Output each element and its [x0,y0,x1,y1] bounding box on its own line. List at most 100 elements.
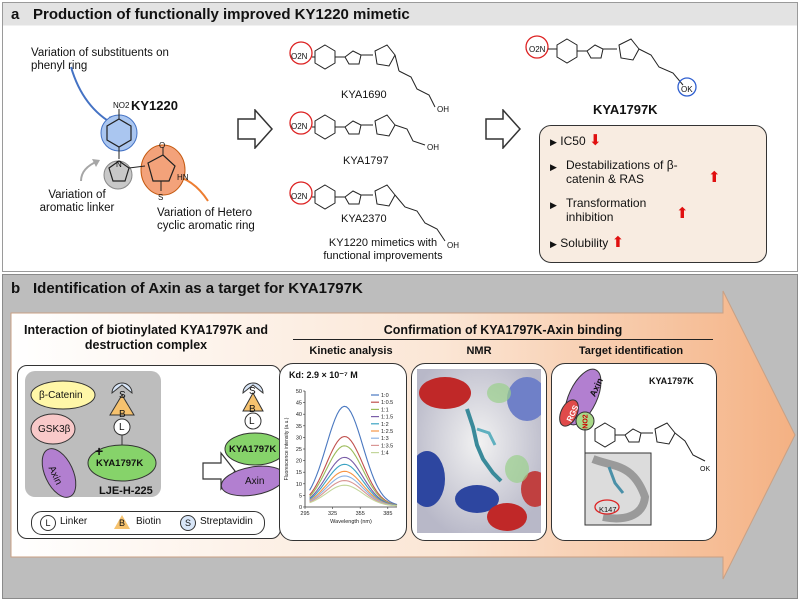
bound-compound: KYA1797K [229,444,277,455]
legend-label: 1:0.5 [381,400,393,406]
biotin-label: Biotin [136,516,162,527]
kya2370-oh: OH [447,241,459,250]
legend-label: 1:2.5 [381,429,393,435]
beta-catenin-label: β-Catenin [39,390,83,401]
nmr-title: NMR [466,345,492,357]
arrow-up-icon: ⬆ [708,169,721,186]
property-ic50-label: IC50 [560,134,586,148]
mimetic-kya1690-name: KYA1690 [341,89,387,101]
probe-compound: KYA1797K [96,458,144,469]
legend-label: 1:4 [381,451,389,457]
y-tick-label: 25 [296,447,302,453]
y-tick-label: 20 [296,459,302,465]
complex-diagram [30,380,283,498]
ky1220-n-atom: N [116,160,122,169]
arrow-up-icon: ⬆ [611,234,625,251]
legend-label: 1:1 [381,407,389,413]
callout-phenyl: Variation of substituents on phenyl ring [31,47,169,72]
mimetic-kya2370-structure [289,181,446,242]
probe-b: B [119,409,126,420]
streptavidin-label: Streptavidin [200,516,253,527]
x-tick-label: 385 [383,511,392,517]
ky1220-name: KY1220 [131,98,178,113]
series-line [309,484,398,507]
target-diagram [559,368,706,526]
panel-a-letter: a [11,6,20,23]
ky1220-o-atom: O [159,141,166,150]
nmr-surface-image [417,369,541,533]
y-tick-label: 50 [296,389,302,395]
arrow-up-icon: ⬆ [676,205,689,222]
y-tick-label: 15 [296,470,302,476]
kinetic-title: Kinetic analysis [309,345,393,357]
kya1797k-name: KYA1797K [593,102,658,117]
kya1797k-ok: OK [681,85,693,94]
series-line [309,445,398,506]
probe-l: L [119,422,125,433]
callout-hetero: Variation of Hetero cyclic aromatic ring [157,207,255,232]
legend-label: 1:3 [381,436,389,442]
y-tick-label: 45 [296,401,302,407]
y-tick-label: 0 [299,505,302,511]
mimetics-caption: KY1220 mimetics with functional improvem… [323,237,443,262]
mimetic-kya2370-name: KYA2370 [341,213,387,225]
arrow-down-icon: ⬇ [588,132,602,149]
mimetic-kya1797-structure [289,111,426,146]
ky1220-structure [70,66,209,202]
kinetic-box [279,363,407,541]
mimetic-kya1797-name: KYA1797 [343,155,389,167]
arrow-right-1 [237,109,273,149]
x-axis-label: Wavelength (nm) [330,519,372,525]
interaction-title: Interaction of biotinylated KYA1797K and… [23,323,269,352]
property-solubility-label: Solubility [560,236,609,250]
x-tick-label: 295 [300,511,309,517]
complex-legend: L Linker B Biotin S Streptavidin [31,511,265,535]
kya1797-o2n: O2N [291,122,308,131]
series-line [309,435,398,506]
panel-b-title: Identification of Axin as a target for K… [33,280,363,297]
ky1220-no2: NO2 [113,101,130,110]
y-tick-label: 10 [296,482,302,488]
property-solubility: ▶ Solubility ⬆ [550,234,625,251]
gsk3b-label: GSK3β [38,424,71,435]
kya1690-oh: OH [437,105,449,114]
target-compound: KYA1797K [649,376,694,386]
y-axis-label: Fluorescence intensity (a.u.) [284,417,290,480]
probe-s: S [119,390,126,401]
kya1797k-o2n: O2N [529,45,546,54]
confirmation-title: Confirmation of KYA1797K-Axin binding [383,323,623,337]
confirmation-underline [293,339,713,340]
panel-b: b Identification of Axin as a target for… [2,274,798,599]
plus-sign: + [95,443,104,459]
target-title: Target identification [578,345,684,357]
mimetic-structures [289,41,446,242]
panel-b-letter: b [11,280,21,297]
legend-label: 1:3.5 [381,443,393,449]
kya1797-oh: OH [427,143,439,152]
y-tick-label: 5 [299,493,302,499]
target-ok: OK [700,466,711,473]
property-transformation-label: Transformation inhibition [566,196,647,224]
panel-a-title: Production of functionally improved KY12… [33,6,410,23]
y-tick-label: 40 [296,412,302,418]
kya1690-o2n: O2N [291,52,308,61]
ky1220-hn-atom: HN [177,173,189,182]
bound-l: L [249,416,255,427]
series-line [309,456,398,506]
kya2370-o2n: O2N [291,192,308,201]
properties-box: ▶ IC50 ⬇ ▶ Destabilizations of β-catenin… [539,125,767,263]
arrow-right-2 [485,109,521,149]
probe-name: LJE-H-225 [99,485,153,497]
bound-b: B [249,404,256,415]
linker-symbol: L [40,515,56,531]
series-line [309,463,398,506]
linker-label: Linker [60,516,88,527]
ky1220-s-atom: S [158,193,164,202]
legend-label: 1:0 [381,393,389,399]
biotin-symbol: B [114,515,130,529]
kd-value: Kd: 2.9 × 10⁻⁷ M [289,370,358,380]
y-tick-label: 35 [296,424,302,430]
bound-s: S [249,386,256,397]
callout-linker: Variation of aromatic linker [39,189,115,214]
